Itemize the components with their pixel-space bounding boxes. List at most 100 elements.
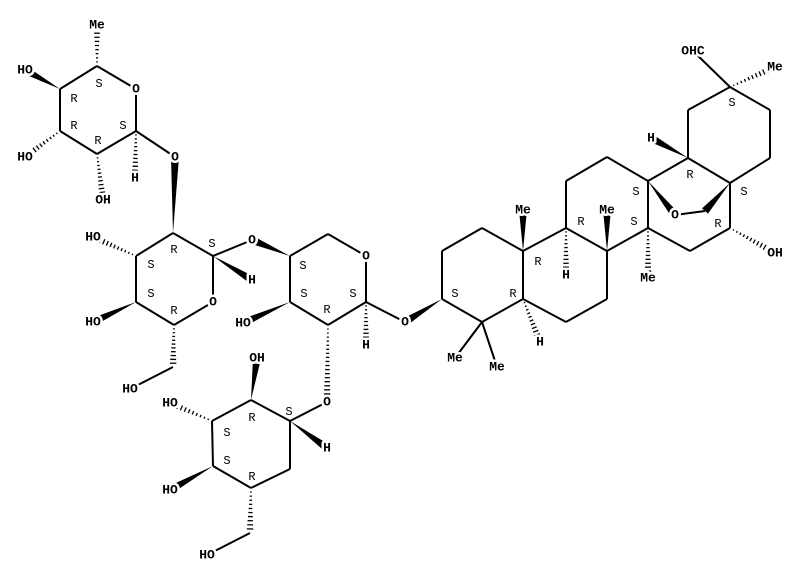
stereo-descriptor: R	[70, 119, 77, 133]
bond	[172, 232, 214, 257]
bond	[96, 65, 137, 90]
atom-label: H	[248, 273, 256, 288]
bond	[692, 50, 731, 88]
wedge-bond	[171, 156, 179, 233]
wedge-bond	[250, 236, 290, 256]
hash-bond	[562, 231, 570, 272]
bond	[687, 157, 731, 184]
stereo-descriptor: R	[170, 243, 177, 257]
bond	[522, 298, 567, 323]
stereo-descriptor: R	[323, 303, 330, 317]
bond	[129, 366, 174, 390]
bond	[135, 301, 175, 326]
atom-label: H	[562, 268, 570, 283]
wedge-bond	[649, 134, 688, 158]
stereo-descriptor: S	[223, 454, 230, 468]
wedge-bond	[91, 302, 136, 326]
bond	[289, 401, 328, 422]
bond	[59, 130, 98, 155]
bond	[211, 399, 252, 422]
atom-label: Me	[515, 203, 531, 218]
bond	[565, 298, 608, 323]
hash-bond	[93, 28, 101, 63]
wedge-bond	[402, 299, 442, 326]
bond	[729, 157, 771, 184]
stereo-descriptor: S	[147, 258, 154, 272]
atom-label: O	[362, 249, 370, 264]
hash-bond	[644, 231, 652, 272]
atom-label: H	[362, 338, 370, 353]
stereo-descriptor: R	[714, 217, 721, 231]
hash-bond	[323, 328, 331, 399]
hash-bond	[25, 132, 58, 158]
atom-label: O	[248, 233, 256, 248]
bond	[327, 233, 367, 257]
bond	[250, 399, 291, 422]
wedge-bond	[213, 256, 255, 284]
atom-label: OH	[95, 193, 111, 208]
wedge-bond	[290, 421, 330, 452]
atom-label: HO	[235, 316, 251, 331]
atom-label: HO	[17, 150, 33, 165]
bond	[674, 210, 706, 216]
bond	[212, 239, 253, 257]
wedge-bond	[648, 181, 679, 218]
atom-label: O	[323, 395, 331, 410]
stereo-descriptor: S	[208, 237, 215, 251]
stereo-descriptor: R	[70, 92, 77, 106]
stereo-descriptor: S	[299, 259, 306, 273]
stereo-descriptor: R	[248, 470, 255, 484]
bond	[365, 301, 406, 323]
wedge-bond	[23, 66, 60, 89]
atom-label: O	[132, 82, 140, 97]
bond	[687, 86, 731, 111]
wedge-bond	[519, 210, 527, 251]
atom-label: Me	[640, 271, 656, 286]
bond	[481, 227, 524, 252]
stereo-descriptor: S	[630, 215, 637, 229]
stereo-descriptor: S	[740, 185, 747, 199]
bond	[327, 301, 367, 326]
atom-label: HO	[162, 396, 178, 411]
stereo-descriptor: S	[95, 77, 102, 91]
hash-bond	[246, 491, 254, 530]
atom-label: O	[171, 150, 179, 165]
labels-layer: MeHOHOOHHOOOHHOHOHOOHOOHOOOHHOHOHHOMeMeM…	[15, 15, 786, 565]
wedge-bond	[251, 357, 261, 400]
stereo-descriptor: R	[577, 215, 584, 229]
hash-bond	[732, 65, 774, 87]
bond	[565, 227, 608, 252]
atom-label: HO	[17, 63, 33, 78]
bond	[606, 156, 649, 182]
atom-label: H	[536, 335, 544, 350]
stereo-descriptor: S	[728, 96, 735, 110]
bond	[565, 156, 608, 182]
atom-label: HO	[122, 382, 138, 397]
bond	[59, 65, 98, 90]
wedge-bond	[603, 210, 611, 251]
atom-label: Me	[767, 60, 783, 75]
stereo-descriptor: R	[509, 287, 516, 301]
atom-label: OHC	[681, 44, 705, 59]
bonds-layer	[23, 28, 774, 556]
atom-label: Me	[89, 18, 105, 33]
hash-bond	[169, 328, 177, 364]
hash-bond	[732, 228, 774, 255]
bond	[454, 321, 483, 359]
stereo-descriptor: R	[248, 411, 255, 425]
atom-label: H	[131, 171, 139, 186]
stereo-descriptor: S	[285, 405, 292, 419]
bond	[647, 157, 689, 182]
atom-label: OH	[249, 351, 265, 366]
atom-label: Me	[489, 360, 505, 375]
bond	[481, 321, 498, 368]
atom-label: O	[671, 208, 679, 223]
atom-label: HO	[199, 548, 215, 563]
bond	[135, 130, 176, 158]
atom-label: Me	[640, 271, 656, 286]
atom-label: HO	[85, 230, 101, 245]
bond	[211, 420, 214, 467]
stereo-descriptor: S	[349, 287, 356, 301]
